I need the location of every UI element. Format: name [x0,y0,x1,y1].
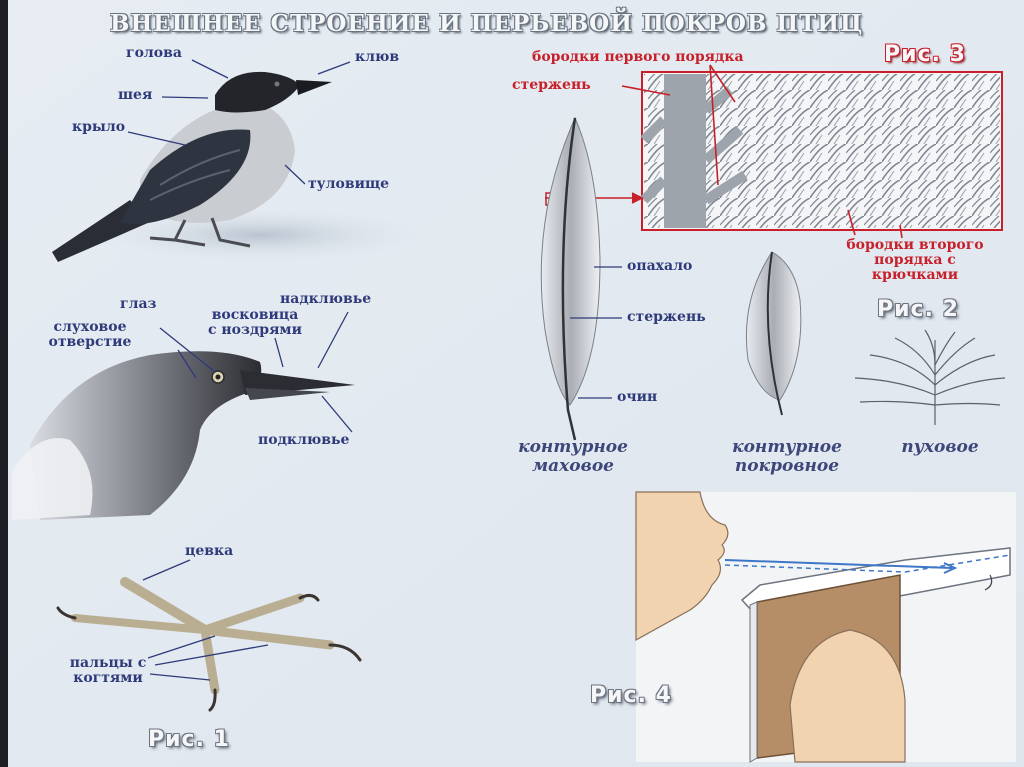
label-barbs-second-line3: крючками [871,267,959,283]
caption-down-feather: пуховое [901,437,979,457]
caption-covert-feather: контурное покровное [712,438,862,476]
feather-microstructure [640,71,1003,231]
caption-flight-line1: контурное [518,437,628,457]
figure-2-label: Рис. 2 [877,297,959,322]
label-ear-line2: отверстие [48,334,132,350]
label-ear-opening: слуховое отверстие [30,320,150,350]
label-cere-line2: с ноздрями [208,322,302,338]
label-beak: клюв [355,49,400,65]
caption-flight-feather: контурное маховое [508,438,638,476]
label-lower-beak: подклювье [258,432,350,448]
label-upper-beak: надклювье [280,291,372,307]
crow-illustration [52,71,430,263]
caption-covert-line2: покровное [734,456,840,476]
down-feather [854,329,1006,425]
figure-1-label: Рис. 1 [148,727,230,752]
label-tarsus: цевка [185,543,234,559]
label-body: туловище [308,176,390,192]
label-toes-line1: пальцы с [69,655,147,671]
flight-feather [540,116,601,441]
label-cere-line1: восковица [211,307,299,323]
head-pointers [159,311,353,433]
bird-foot [56,577,362,712]
label-shaft: стержень [627,309,706,325]
crow-head-closeup [12,351,355,520]
label-barbs-second-order: бородки второго порядка с крючками [815,238,1015,283]
figure-3-label: Рис. 3 [884,42,966,67]
page-title: ВНЕШНЕЕ СТРОЕНИЕ И ПЕРЬЕВОЙ ПОКРОВ ПТИЦ [110,10,864,37]
caption-flight-line2: маховое [532,456,614,476]
caption-covert-line1: контурное [732,437,842,457]
label-wing: крыло [72,119,126,135]
label-head: голова [126,45,182,61]
covert-feather [745,251,802,416]
label-cere: восковица с ноздрями [190,308,320,338]
label-barbs-second-line2: порядка с [874,252,956,268]
label-ear-line1: слуховое [53,319,127,335]
bird-pointers [127,59,351,185]
feather-pointers [570,266,622,399]
figure-4-label: Рис. 4 [590,683,672,708]
label-barbs-second-line1: бородки второго [846,237,984,253]
label-neck: шея [118,87,153,103]
left-border [0,0,8,767]
breath-experiment [635,491,1016,763]
label-toes: пальцы с когтями [58,656,158,686]
foot-pointers [142,559,269,681]
label-barbs-first-order: бородки первого порядка [532,49,744,65]
label-eye: глаз [120,296,157,312]
label-toes-line2: когтями [73,670,143,686]
label-quill: очин [617,389,658,405]
label-shaft-zoom: стержень [512,77,591,93]
label-vane: опахало [627,258,693,274]
